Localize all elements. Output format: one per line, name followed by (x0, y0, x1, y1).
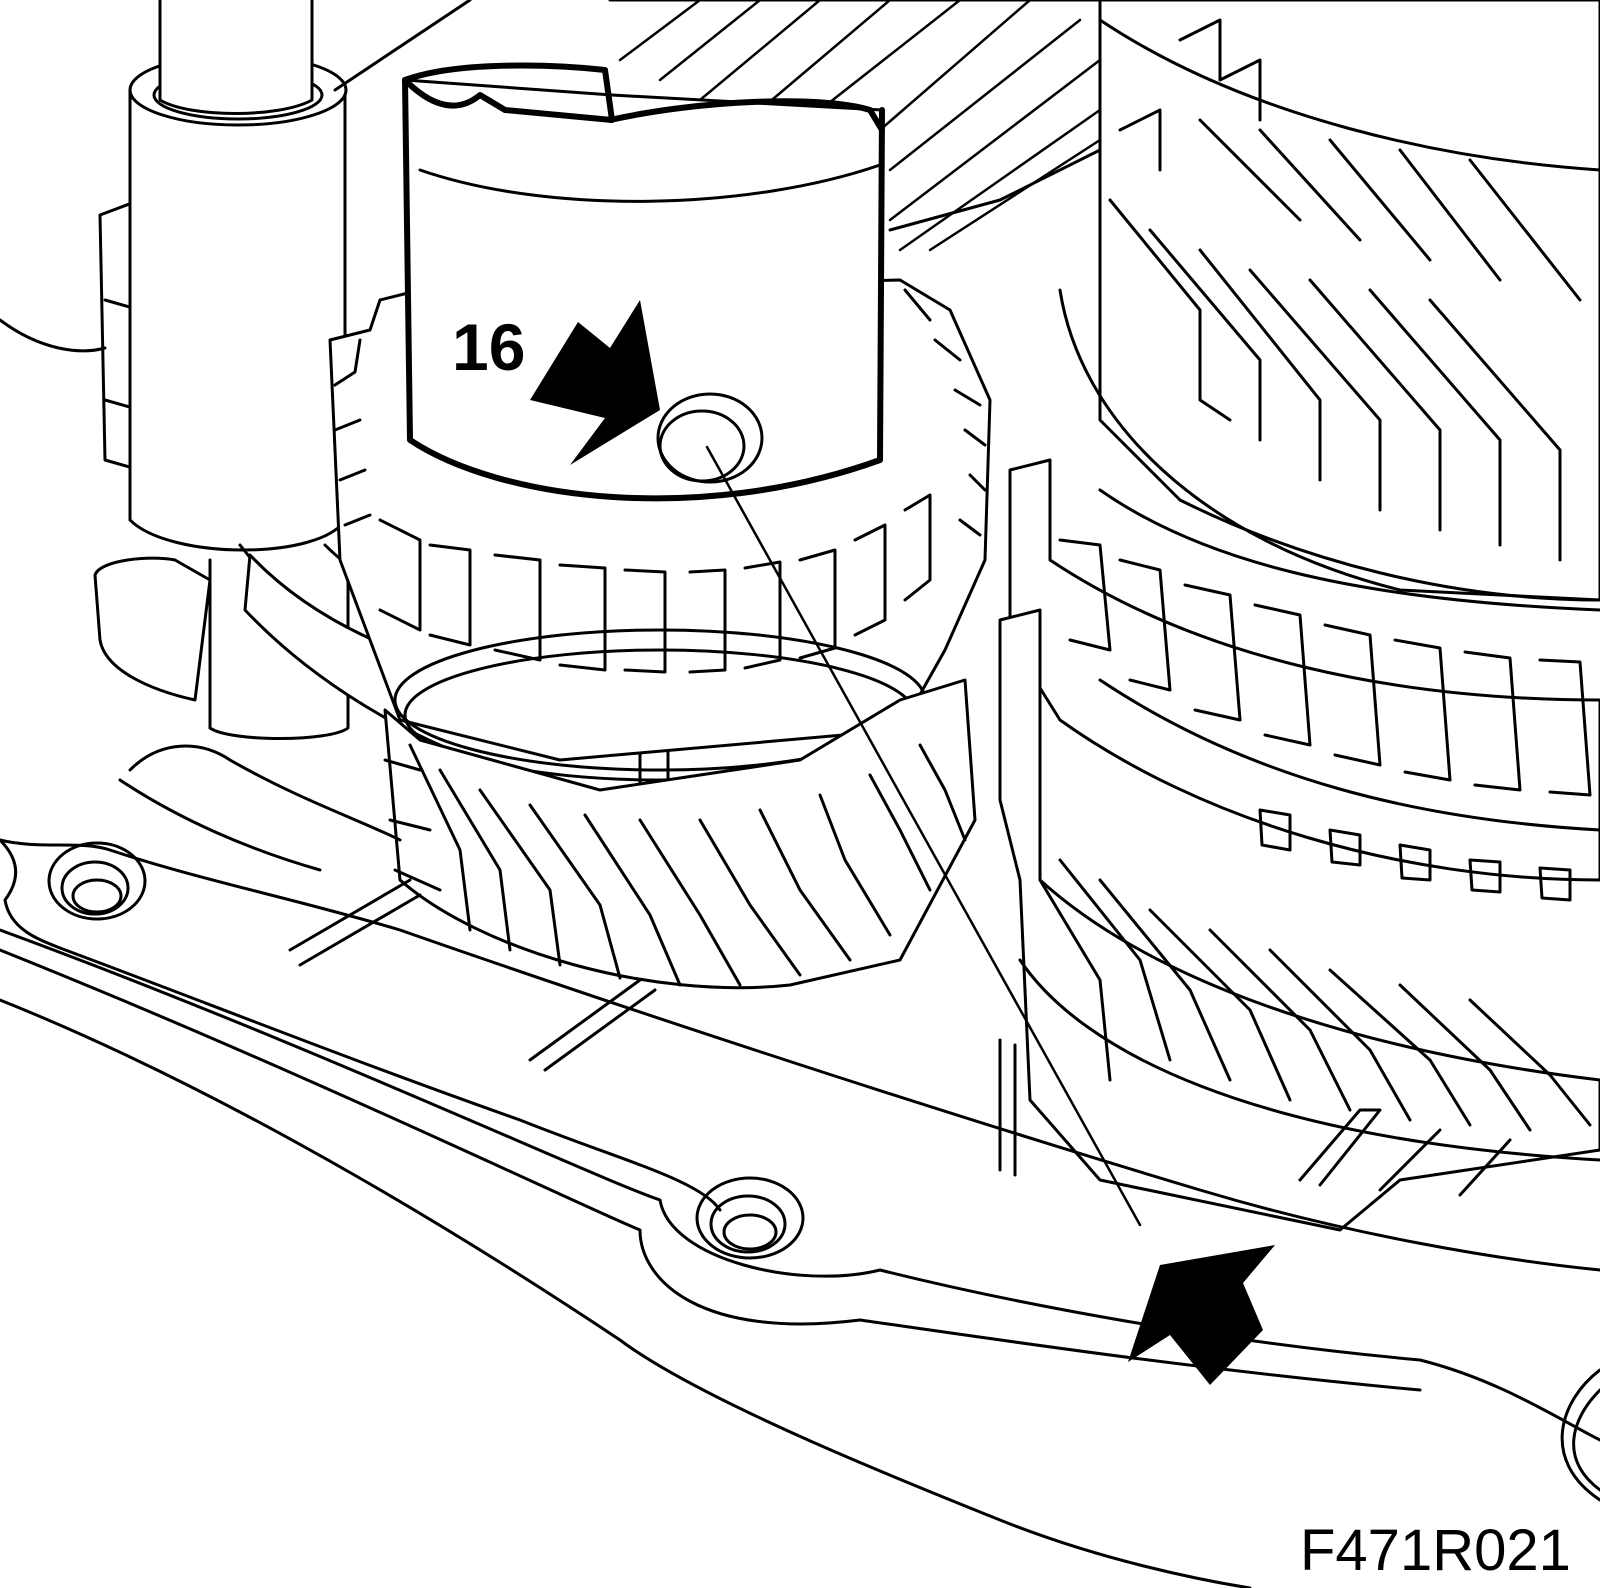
synchronizer-sleeve-tool (402, 62, 885, 502)
shift-rod (128, 0, 350, 740)
lower-helical-gear (383, 678, 977, 990)
right-gear-stack (998, 0, 1600, 1232)
callout-label: 16 (452, 310, 525, 384)
housing-flange (0, 744, 1600, 1588)
bolt-hole-center (695, 1176, 805, 1260)
leader-line (705, 445, 1142, 1227)
left-housing-fragment (0, 198, 212, 702)
bolt-hole-left (47, 841, 147, 921)
figure-code: F471R021 (1300, 1518, 1571, 1583)
reference-arrow-icon (1128, 1245, 1275, 1385)
callout-arrow-icon (530, 300, 660, 465)
